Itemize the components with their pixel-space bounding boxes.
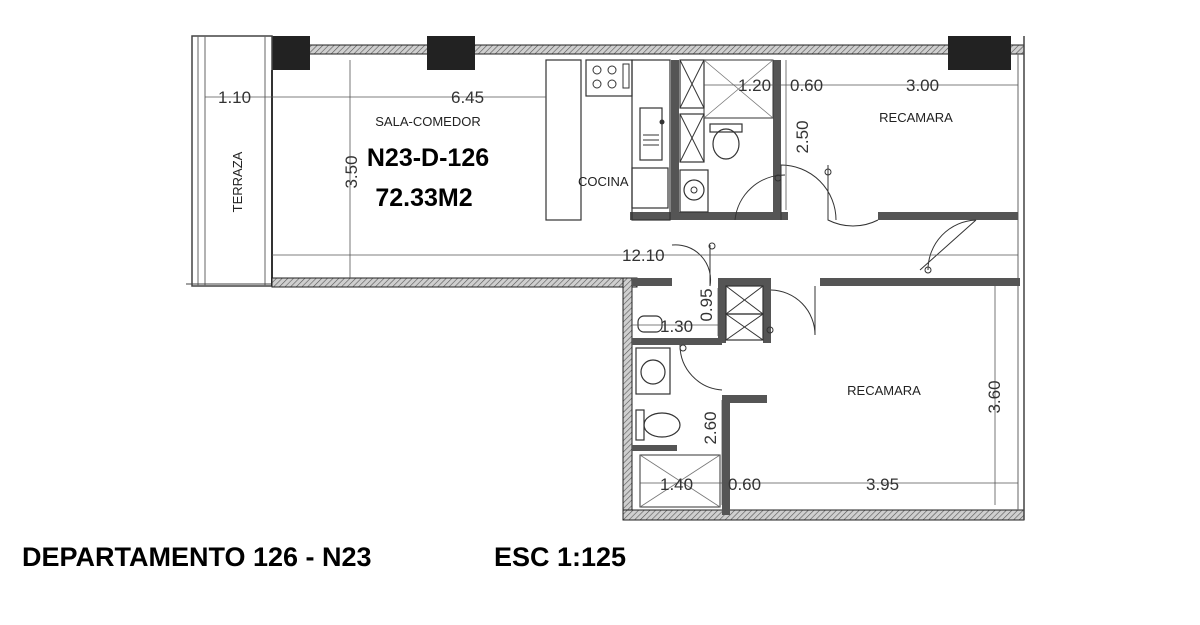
bedroom-bottom-width-dim: 3.95: [866, 475, 899, 494]
kitchen-sink: [639, 107, 663, 161]
column: [427, 36, 475, 70]
bottom-bath: [635, 347, 721, 508]
refrigerator: [631, 167, 669, 209]
shower: [703, 59, 774, 119]
bedroom-top-width-dim: 3.00: [906, 76, 939, 95]
kitchen-counter: [545, 59, 582, 221]
labels: TERRAZA 1.10 6.45 SALA-COMEDOR N23-D-126…: [218, 76, 1004, 494]
stove: [585, 59, 633, 97]
fixtures: [545, 59, 774, 508]
laundry-unit: [637, 285, 764, 341]
closet-bottom-width-dim: 0.60: [728, 475, 761, 494]
washbasin: [679, 169, 709, 213]
bedroom-bottom-label: RECAMARA: [847, 383, 921, 398]
bath-top-width-dim: 1.20: [738, 76, 771, 95]
kitchen-label: COCINA: [578, 174, 629, 189]
bath-bottom-width-dim: 1.40: [660, 475, 693, 494]
closet-top-width-dim: 0.60: [790, 76, 823, 95]
living-width-dim: 6.45: [451, 88, 484, 107]
total-length-dim: 12.10: [622, 246, 665, 265]
unit-area: 72.33M2: [375, 184, 472, 212]
plan-title: DEPARTAMENTO 126 - N23: [22, 542, 372, 572]
bedroom-top-label: RECAMARA: [879, 110, 953, 125]
living-room-label: SALA-COMEDOR: [375, 114, 480, 129]
laundry-width-dim: 1.30: [660, 317, 693, 336]
living-height-dim: 3.50: [342, 155, 361, 188]
bedroom-bottom-height-dim: 3.60: [985, 380, 1004, 413]
column: [272, 36, 310, 70]
doors: [671, 164, 977, 391]
bath-bottom-height-dim: 2.60: [701, 411, 720, 444]
terrace-label: TERRAZA: [230, 151, 245, 212]
dimension-lines: [205, 60, 1018, 505]
toilet: [709, 123, 743, 160]
laundry-height-dim: 0.95: [697, 288, 716, 321]
walls: [186, 35, 1025, 521]
column: [948, 36, 1011, 70]
terrace-width-dim: 1.10: [218, 88, 251, 107]
unit-code: N23-D-126: [367, 144, 489, 172]
bedroom-top-height-dim: 2.50: [793, 120, 812, 153]
plan-scale: ESC 1:125: [494, 542, 627, 572]
